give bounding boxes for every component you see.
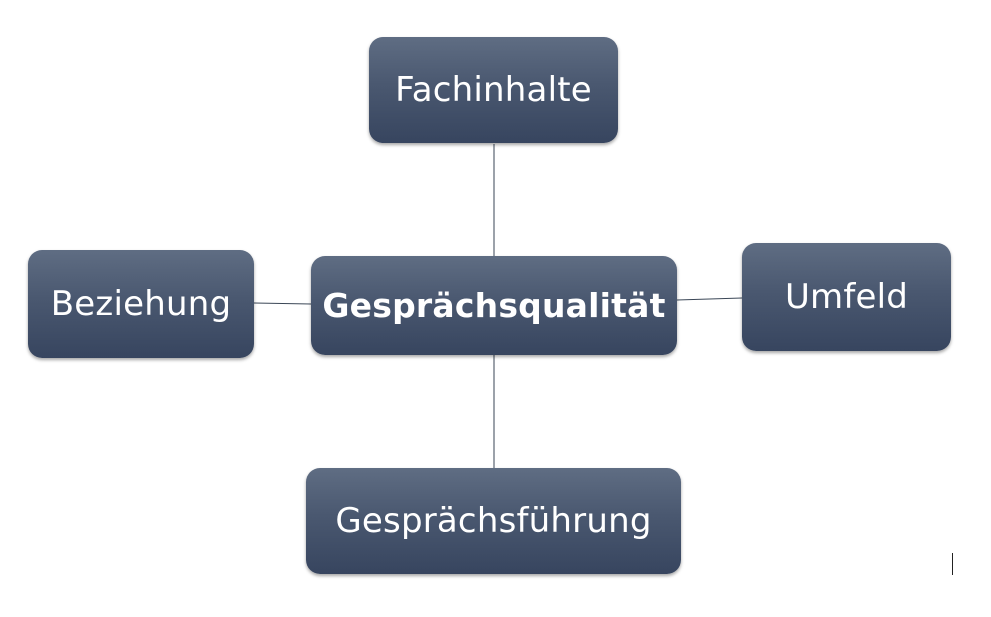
node-beziehung[interactable]: Beziehung <box>28 250 254 358</box>
node-label: Umfeld <box>784 277 909 317</box>
node-label: Beziehung <box>50 284 232 324</box>
text-cursor <box>952 553 953 575</box>
node-umfeld[interactable]: Umfeld <box>742 243 951 351</box>
connector-right <box>676 297 743 301</box>
connector-left <box>253 302 312 305</box>
center-label: Gesprächsqualität <box>322 286 666 325</box>
node-gespraechsfuehrung[interactable]: Gesprächsführung <box>306 468 681 574</box>
node-gespraechsqualitaet[interactable]: Gesprächsqualität <box>311 256 677 355</box>
node-label: Fachinhalte <box>395 70 592 110</box>
node-label: Gesprächsführung <box>335 501 652 541</box>
node-fachinhalte[interactable]: Fachinhalte <box>369 37 618 143</box>
